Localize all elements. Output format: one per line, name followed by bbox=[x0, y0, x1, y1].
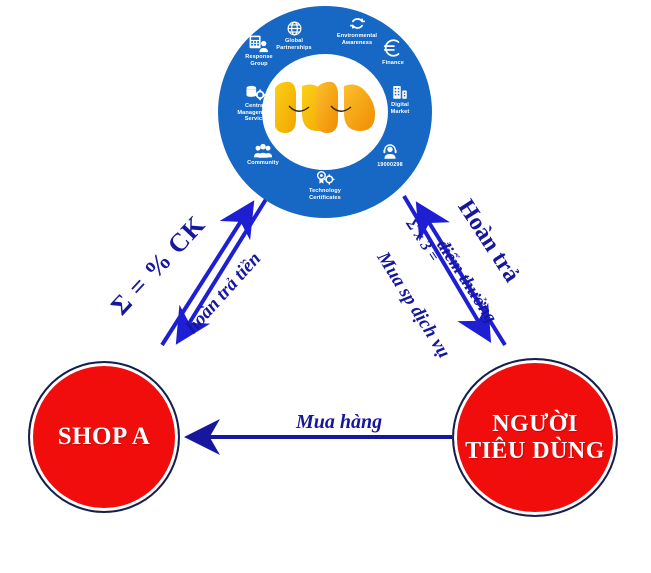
arrow-label-consumer-to-hub: Mua sp dịch vụ bbox=[372, 248, 455, 362]
node-consumer-label: NGƯỜI TIÊU DÙNG bbox=[465, 410, 605, 464]
hub-item-hotline: 19000298 bbox=[359, 143, 421, 169]
database-gear-icon bbox=[220, 84, 290, 102]
hub-item-central-management-service: Central Management Service bbox=[220, 84, 290, 123]
arrow-label-shop-to-hub: Σ = % CK bbox=[105, 209, 212, 321]
hub-item-label: Central Management Service bbox=[237, 103, 273, 123]
hub-item-label: Digital Market bbox=[390, 102, 410, 115]
arrow-label-hub-to-shop: hoàn trả tiền bbox=[181, 248, 266, 338]
node-shop-a: SHOP A bbox=[28, 361, 180, 513]
hub-item-digital-market: Digital Market bbox=[373, 83, 427, 115]
certificate-gear-icon bbox=[290, 169, 360, 187]
hub-item-label: Global Partnerships bbox=[276, 38, 312, 51]
hub-item-technology-certificates: Technology Certificates bbox=[290, 169, 360, 201]
hub-item-label: Environmental Awareness bbox=[336, 33, 378, 46]
arrow-label-consumer-to-shop: Mua hàng bbox=[296, 411, 383, 433]
bb-logo bbox=[275, 81, 375, 133]
node-shop-a-label: SHOP A bbox=[57, 423, 151, 450]
hub-item-label: Response Group bbox=[245, 54, 273, 67]
hub-item-label: Community bbox=[247, 160, 279, 166]
hub-item-community: Community bbox=[228, 143, 298, 167]
people-icon bbox=[228, 143, 298, 159]
hub-item-response-group: Response Group bbox=[224, 34, 294, 67]
hub-item-label: 19000298 bbox=[377, 162, 403, 168]
support-desk-icon bbox=[224, 34, 294, 53]
node-consumer: NGƯỜI TIÊU DÙNG bbox=[452, 358, 618, 517]
globe-icon bbox=[259, 20, 329, 37]
hub-item-environmental-awareness: Environmental Awareness bbox=[322, 15, 392, 46]
euro-icon bbox=[366, 37, 420, 59]
hub-item-label: Finance bbox=[382, 60, 404, 66]
headset-icon bbox=[359, 143, 421, 161]
arrow-label-hub-to-consumer-1: Σ x 3 = bbox=[402, 216, 443, 265]
hub-item-finance: Finance bbox=[366, 37, 420, 67]
recycle-icon bbox=[322, 15, 392, 32]
hub-logo-disc bbox=[262, 54, 388, 170]
buildings-icon bbox=[373, 83, 427, 101]
hub-item-label: Technology Certificates bbox=[309, 188, 341, 201]
central-hub: Global Partnerships Environmental Awaren… bbox=[218, 6, 432, 218]
hub-item-global-partnerships: Global Partnerships bbox=[259, 20, 329, 51]
